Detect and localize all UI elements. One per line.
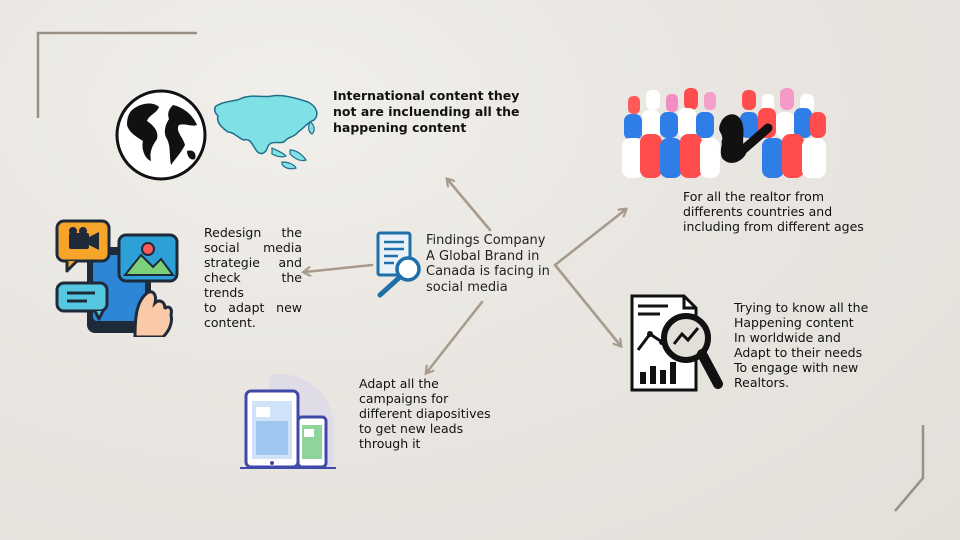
international-line: not are incluending all the	[333, 104, 520, 119]
happening-line: Realtors.	[734, 375, 790, 390]
arrow-to-realtors	[553, 210, 625, 267]
redesign-line: social media	[204, 240, 302, 255]
devices-icon	[240, 374, 336, 469]
campaigns-line: through it	[359, 436, 421, 451]
center-findings-text: Findings Company A Global Brand in Canad…	[426, 233, 561, 295]
international-line: happening content	[333, 120, 467, 135]
realtors-text: For all the realtor from differents coun…	[683, 189, 923, 234]
arrow-to-happening	[553, 263, 620, 345]
happening-text: Trying to know all the Happening content…	[734, 300, 924, 390]
campaigns-text: Adapt all the campaigns for different di…	[359, 376, 529, 451]
frame-corner-bottom-right	[894, 425, 925, 512]
redesign-text: Redesign the social media strategie and …	[204, 225, 302, 330]
globe-icon	[115, 89, 207, 181]
international-line: International content they	[333, 88, 520, 103]
redesign-line: strategie and	[204, 255, 302, 270]
redesign-line: check the trends	[204, 270, 302, 300]
asia-map-icon	[213, 94, 318, 170]
happening-line: Adapt to their needs	[734, 345, 863, 360]
happening-line: Trying to know all the	[734, 300, 869, 315]
crowd-icon	[622, 88, 826, 178]
happening-line: In worldwide and	[734, 330, 841, 345]
redesign-line: Redesign the	[204, 225, 302, 240]
arrow-to-redesign	[305, 263, 374, 272]
center-line: social media	[426, 279, 508, 295]
realtors-line: differents countries and	[683, 204, 833, 219]
happening-line: Happening content	[734, 315, 854, 330]
happening-line: To engage with new	[734, 360, 859, 375]
center-line: A Global Brand in	[426, 248, 540, 264]
arrow-to-campaigns	[427, 300, 484, 372]
arrow-to-international	[448, 180, 492, 232]
realtors-line: including from different ages	[683, 219, 864, 234]
center-line: Findings Company	[426, 233, 546, 248]
social-media-icon	[55, 219, 179, 337]
campaigns-line: campaigns for	[359, 391, 449, 406]
redesign-line: content.	[204, 315, 256, 330]
realtors-line: For all the realtor from	[683, 189, 825, 204]
center-line: Canada is facing in	[426, 264, 550, 279]
campaigns-line: different diapositives	[359, 406, 491, 421]
redesign-line: to adapt new	[204, 300, 302, 315]
campaigns-line: to get new leads	[359, 421, 464, 436]
international-text: International content they not are inclu…	[333, 88, 533, 136]
campaigns-line: Adapt all the	[359, 376, 439, 391]
analytics-search-icon	[630, 294, 723, 392]
document-search-icon	[376, 231, 421, 298]
